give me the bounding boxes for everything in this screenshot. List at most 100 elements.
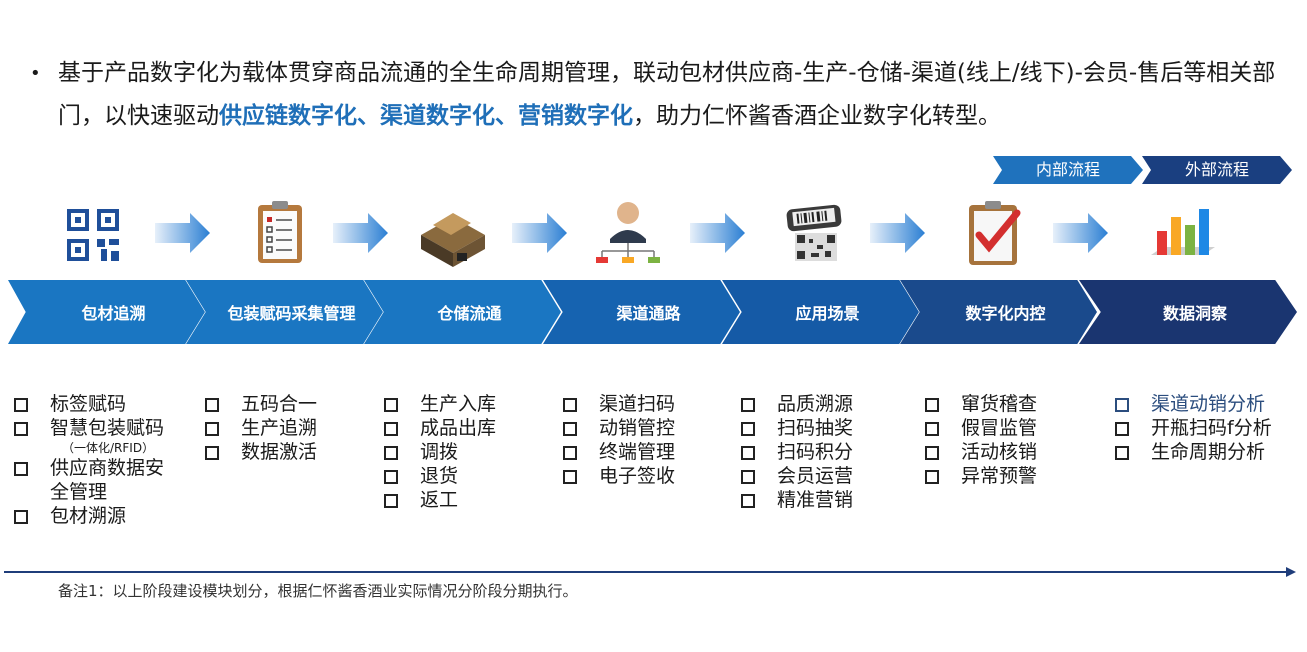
checkbox-icon: [1115, 446, 1129, 460]
divider-line: [4, 571, 1294, 573]
checkbox-icon: [384, 494, 398, 508]
checkbox-icon: [741, 398, 755, 412]
checkbox-icon: [741, 446, 755, 460]
person-org-chart-icon: [588, 195, 668, 275]
checkbox-icon: [563, 446, 577, 460]
list-item: 生命周期分析: [1115, 440, 1295, 464]
stage-label: 包材追溯: [81, 304, 146, 323]
checkbox-icon: [563, 470, 577, 484]
footnote: 备注1：以上阶段建设模块划分，根据仁怀酱香酒业实际情况分阶段分期执行。: [58, 582, 578, 600]
list-item: 供应商数据安全管理: [14, 456, 184, 504]
bullet-point: •: [30, 63, 41, 84]
list-item: 精准营销: [741, 488, 911, 512]
stage-label: 应用场景: [795, 304, 860, 323]
column-packaging-trace: 标签赋码 智慧包装赋码 （一体化/RFID） 供应商数据安全管理 包材溯源: [14, 392, 184, 528]
stage-packaging-coding: 包装赋码采集管理: [186, 280, 383, 344]
clipboard-check-icon: [955, 195, 1035, 275]
stage-warehouse: 仓储流通: [364, 280, 561, 344]
column-channel: 渠道扫码 动销管控 终端管理 电子签收: [563, 392, 733, 488]
warehouse-icon: [413, 195, 493, 275]
list-item: 包材溯源: [14, 504, 184, 528]
list-item: 品质溯源: [741, 392, 911, 416]
list-item: 五码合一: [205, 392, 375, 416]
intro-text: 基于产品数字化为载体贯穿商品流通的全生命周期管理，联动包材供应商-生产-仓储-渠…: [58, 52, 1280, 138]
intro-part2: ，助力仁怀酱香酒企业数字化转型。: [633, 103, 1001, 129]
checkbox-icon: [205, 398, 219, 412]
checkbox-icon: [384, 470, 398, 484]
list-item: 返工: [384, 488, 554, 512]
stage-label: 数据洞察: [1162, 304, 1227, 323]
list-item: 异常预警: [925, 464, 1095, 488]
list-item: 假冒监管: [925, 416, 1095, 440]
intro-paragraph: • 基于产品数字化为载体贯穿商品流通的全生命周期管理，联动包材供应商-生产-仓储…: [30, 52, 1280, 138]
stage-channel: 渠道通路: [543, 280, 740, 344]
checkbox-icon: [563, 398, 577, 412]
list-item: 成品出库: [384, 416, 554, 440]
list-item: 标签赋码: [14, 392, 184, 416]
stage-data-insight: 数据洞察: [1079, 280, 1297, 344]
stage-packaging-trace: 包材追溯: [8, 280, 205, 344]
flow-arrow-3: [512, 213, 567, 253]
list-item: 退货: [384, 464, 554, 488]
checkbox-icon: [563, 422, 577, 436]
divider-arrowhead-icon: [1286, 567, 1296, 577]
list-item: 数据激活: [205, 440, 375, 464]
stage-digital-control: 数字化内控: [900, 280, 1097, 344]
checkbox-icon: [925, 398, 939, 412]
flow-arrow-6: [1053, 213, 1108, 253]
qr-code-icon: [53, 195, 133, 275]
list-item: 生产入库: [384, 392, 554, 416]
flow-arrow-5: [870, 213, 925, 253]
checkbox-icon: [14, 462, 28, 476]
list-item: 会员运营: [741, 464, 911, 488]
checkbox-icon: [925, 470, 939, 484]
checkbox-icon: [384, 422, 398, 436]
checkbox-icon: [741, 422, 755, 436]
phone-scan-qr-icon: [777, 195, 857, 275]
column-scenarios: 品质溯源 扫码抽奖 扫码积分 会员运营 精准营销: [741, 392, 911, 512]
list-item: 智慧包装赋码: [14, 416, 184, 440]
checkbox-icon: [384, 446, 398, 460]
checkbox-icon: [14, 510, 28, 524]
checkbox-icon: [741, 494, 755, 508]
list-item: 渠道动销分析: [1115, 392, 1295, 416]
column-digital-control: 窜货稽查 假冒监管 活动核销 异常预警: [925, 392, 1095, 488]
list-item: 生产追溯: [205, 416, 375, 440]
list-item: 电子签收: [563, 464, 733, 488]
external-process-tag: 外部流程: [1142, 156, 1292, 184]
checkbox-icon: [1115, 422, 1129, 436]
flow-arrow-1: [155, 213, 210, 253]
list-item: 终端管理: [563, 440, 733, 464]
checkbox-icon: [384, 398, 398, 412]
list-item: 窜货稽查: [925, 392, 1095, 416]
checkbox-icon: [205, 422, 219, 436]
bar-chart-icon: [1143, 195, 1223, 275]
list-item: 开瓶扫码f分析: [1115, 416, 1295, 440]
list-item: 扫码抽奖: [741, 416, 911, 440]
list-item: 动销管控: [563, 416, 733, 440]
checkbox-icon: [205, 446, 219, 460]
stage-scenarios: 应用场景: [722, 280, 919, 344]
checkbox-icon: [741, 470, 755, 484]
internal-process-tag: 内部流程: [993, 156, 1143, 184]
stage-label: 渠道通路: [616, 304, 681, 323]
column-warehouse: 生产入库 成品出库 调拨 退货 返工: [384, 392, 554, 512]
list-item: 渠道扫码: [563, 392, 733, 416]
intro-highlight: 供应链数字化、渠道数字化、营销数字化: [219, 103, 633, 129]
checkbox-icon: [925, 422, 939, 436]
checkbox-icon: [1115, 398, 1129, 412]
flow-arrow-4: [690, 213, 745, 253]
stage-label: 仓储流通: [437, 304, 502, 323]
clipboard-checklist-icon: [240, 195, 320, 275]
list-item: 调拨: [384, 440, 554, 464]
checkbox-icon: [925, 446, 939, 460]
checkbox-icon: [14, 422, 28, 436]
flow-arrow-2: [333, 213, 388, 253]
intro-part1: 基于产品数字化为载体贯穿商品流通的全生命周期管理，联动包材供应商-生产-仓储-渠…: [58, 60, 1276, 129]
list-item: 活动核销: [925, 440, 1095, 464]
column-packaging-coding: 五码合一 生产追溯 数据激活: [205, 392, 375, 464]
list-item: 扫码积分: [741, 440, 911, 464]
checkbox-icon: [14, 398, 28, 412]
stage-label: 包装赋码采集管理: [227, 304, 356, 323]
list-item-note: （一体化/RFID）: [62, 441, 155, 455]
